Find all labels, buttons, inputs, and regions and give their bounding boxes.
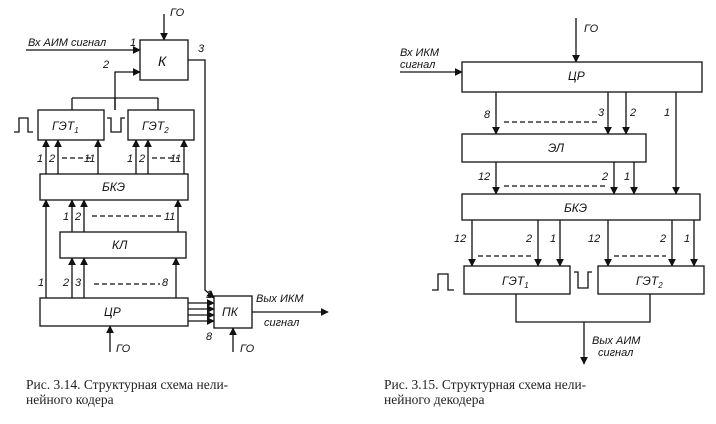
bke2-block (461, 193, 701, 221)
svg-text:1: 1 (127, 153, 133, 165)
bke-label: БКЭ (102, 180, 125, 194)
svg-text:1: 1 (130, 37, 136, 49)
get2-label: ГЭТ2 (142, 119, 169, 135)
svg-text:2: 2 (102, 59, 109, 71)
svg-text:2: 2 (601, 171, 608, 183)
pulse-positive-icon-2 (432, 273, 454, 291)
fig14-am-input: Вх АИМ сигнал (28, 37, 106, 49)
cr-block (39, 297, 189, 327)
svg-text:3: 3 (198, 43, 205, 55)
fig14-go-top: ГО (170, 7, 185, 19)
svg-text:11: 11 (164, 211, 175, 223)
svg-text:3: 3 (75, 277, 82, 289)
svg-text:2: 2 (659, 233, 666, 245)
fig15-caption: Рис. 3.15. Структурная схема нели- нейно… (384, 377, 714, 407)
fig15-text: ГО Вх ИКМ сигнал ЦР 8 3 2 1 ЭЛ 12 2 1 БК… (400, 23, 690, 359)
fig15-caption-line2: нейного декодера (384, 392, 485, 407)
am-output-label-1: Вых АИМ (592, 335, 641, 347)
svg-text:3: 3 (598, 107, 605, 119)
svg-text:1: 1 (37, 153, 43, 165)
get2b-block (597, 265, 705, 295)
svg-text:1: 1 (550, 233, 556, 245)
svg-text:2: 2 (629, 107, 636, 119)
el-label: ЭЛ (548, 141, 565, 155)
fig14-caption: Рис. 3.14. Структурная схема нели- нейно… (26, 377, 346, 407)
svg-text:8: 8 (484, 109, 491, 121)
svg-text:2: 2 (48, 153, 55, 165)
pcm-input-label-1: Вх ИКМ (400, 47, 440, 59)
get-to-k-line (114, 68, 141, 110)
cr2-label: ЦР (568, 69, 585, 83)
svg-text:11: 11 (170, 153, 181, 165)
pk-label: ПК (222, 305, 239, 319)
cr2-block (461, 61, 703, 93)
svg-text:ГО: ГО (584, 23, 599, 35)
fig14-caption-line1: Рис. 3.14. Структурная схема нели- (26, 377, 229, 392)
fig14-encoder (14, 14, 329, 352)
el-block (461, 133, 647, 163)
get1-label: ГЭТ1 (52, 119, 79, 135)
get1b-label: ГЭТ1 (502, 274, 529, 290)
svg-text:12: 12 (454, 233, 466, 245)
svg-text:12: 12 (588, 233, 600, 245)
pcm-output-label-1: Вых ИКМ (256, 293, 304, 305)
svg-text:ГО: ГО (116, 343, 131, 355)
get1-block (37, 109, 105, 141)
svg-text:ГО: ГО (240, 343, 255, 355)
svg-text:8: 8 (206, 331, 213, 343)
k-label: К (158, 53, 167, 69)
pulse-negative-icon-2 (574, 271, 592, 289)
cr-label: ЦР (104, 305, 121, 319)
pcm-output-label-2: сигнал (264, 317, 299, 329)
fig14-caption-line2: нейного кодера (26, 392, 114, 407)
k-to-pk-line (188, 59, 215, 299)
kl-label: КЛ (112, 238, 128, 252)
bke2-label: БКЭ (564, 201, 587, 215)
pulse-negative-icon (107, 117, 125, 133)
get2b-label: ГЭТ2 (636, 274, 663, 290)
svg-text:1: 1 (38, 277, 44, 289)
svg-text:1: 1 (206, 289, 212, 301)
pulse-positive-icon (14, 117, 33, 133)
bke-block (39, 173, 189, 201)
svg-text:2: 2 (138, 153, 145, 165)
am-output-label-2: сигнал (598, 347, 633, 359)
get1b-block (463, 265, 571, 295)
svg-text:1: 1 (624, 171, 630, 183)
get2-block (127, 109, 195, 141)
svg-text:2: 2 (74, 211, 81, 223)
svg-text:8: 8 (162, 277, 169, 289)
svg-text:12: 12 (478, 171, 490, 183)
fig15-caption-line1: Рис. 3.15. Структурная схема нели- (384, 377, 587, 392)
svg-text:1: 1 (664, 107, 670, 119)
k-block (139, 39, 189, 81)
pcm-input-label-2: сигнал (400, 59, 435, 71)
kl-block (59, 231, 187, 259)
svg-text:1: 1 (63, 211, 69, 223)
fig15-decoder (400, 18, 705, 365)
svg-text:11: 11 (84, 153, 95, 165)
fig14-text: ГО Вх АИМ сигнал 1 2 3 К ГЭТ1 ГЭТ2 1 2 1… (28, 7, 304, 355)
svg-text:2: 2 (525, 233, 532, 245)
svg-text:1: 1 (684, 233, 690, 245)
svg-text:2: 2 (62, 277, 69, 289)
